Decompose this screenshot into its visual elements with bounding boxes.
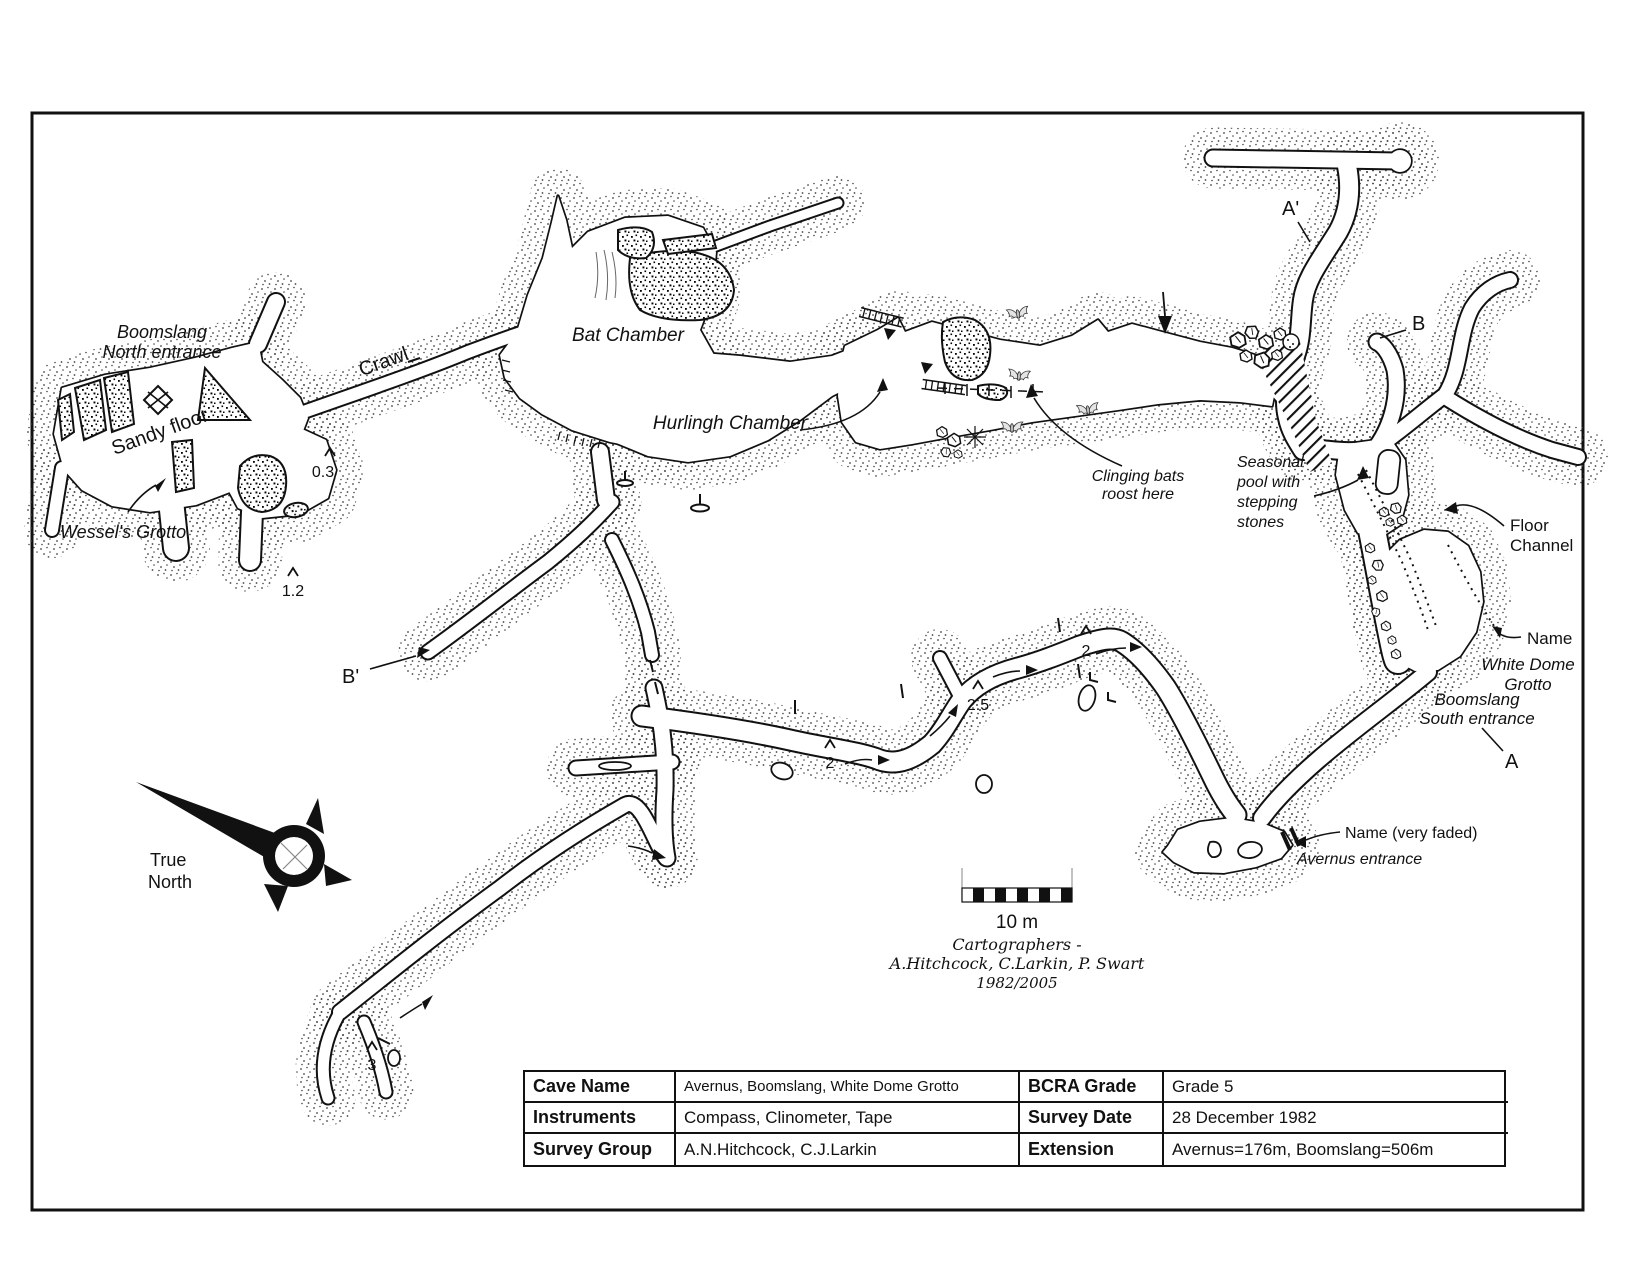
rock-cluster [935, 322, 1300, 460]
label-true-north-2: North [148, 872, 192, 892]
draft-lines [594, 249, 617, 301]
label-hurlingh-chamber: Hurlingh Chamber [653, 413, 808, 434]
floor-channel-line [1357, 469, 1495, 631]
map-border [30, 111, 1585, 1212]
label-south-entrance: Boomslang [1434, 690, 1520, 709]
survey-info-table: Cave Name Avernus, Boomslang, White Dome… [523, 1070, 1508, 1167]
table-extension-value: Avernus=176m, Boomslang=506m [1172, 1139, 1434, 1159]
detail-layer [56, 221, 1522, 1067]
table-survey-group-label: Survey Group [525, 1134, 676, 1165]
boulder-field [56, 226, 1009, 519]
table-cave-name-value: Avernus, Boomslang, White Dome Grotto [676, 1072, 1020, 1103]
section-b-prime: B' [342, 666, 359, 688]
credits-line2: A.Hitchcock, C.Larkin, P. Swart [888, 954, 1145, 973]
table-bcra-grade-value: Grade 5 [1164, 1072, 1508, 1103]
label-bat-chamber: Bat Chamber [572, 325, 685, 346]
pools [387, 449, 1402, 1067]
depth-2-5: 2.5 [967, 697, 989, 714]
column-icons [616, 471, 710, 513]
depth-2b: 2 [1082, 643, 1091, 660]
table-survey-date-label: Survey Date [1020, 1103, 1164, 1134]
section-a: A [1505, 751, 1519, 773]
label-layer: Boomslang North entrance Sandy floor Cra… [60, 198, 1575, 1074]
label-floor-channel-2: Channel [1510, 536, 1573, 555]
stipple-layer [52, 150, 1578, 1098]
section-b: B [1412, 313, 1425, 335]
depth-1-2: 1.2 [282, 583, 304, 600]
depth-3: 3 [368, 1057, 377, 1074]
label-true-north: True [150, 850, 186, 870]
label-seasonal-pool-2: pool with [1236, 474, 1300, 491]
table-cave-name-label: Cave Name [525, 1072, 676, 1103]
table-instruments-label: Instruments [525, 1103, 676, 1134]
label-name-faded: Name (very faded) [1345, 825, 1478, 842]
table-instruments-value: Compass, Clinometer, Tape [676, 1103, 1020, 1134]
label-name-right: Name [1527, 629, 1572, 648]
label-south-entrance-2: South entrance [1419, 709, 1534, 728]
compass-rose-icon [136, 782, 352, 912]
scale-label: 10 m [996, 912, 1038, 933]
label-avernus-entrance: Avernus entrance [1296, 851, 1422, 868]
label-north-entrance: Boomslang [117, 322, 207, 342]
section-a-prime: A' [1282, 198, 1299, 220]
label-white-dome: White Dome [1481, 655, 1575, 674]
label-seasonal-pool-3: stepping [1237, 494, 1298, 511]
ceiling-height-markers [287, 446, 1092, 1051]
label-clinging-bats-2: roost here [1102, 486, 1174, 503]
label-clinging-bats: Clinging bats [1092, 468, 1185, 485]
label-wessels-grotto: Wessel's Grotto [60, 522, 186, 542]
table-survey-date-value: 28 December 1982 [1164, 1103, 1508, 1134]
table-bcra-grade-label: BCRA Grade [1020, 1072, 1164, 1103]
depth-2a: 2 [826, 755, 835, 772]
depth-0-3: 0.3 [312, 464, 334, 481]
label-floor-channel: Floor [1510, 516, 1549, 535]
label-north-entrance-2: North entrance [102, 342, 221, 362]
drop-hachures [501, 359, 601, 449]
label-white-dome-2: Grotto [1504, 675, 1551, 694]
credits-line1: Cartographers - [952, 935, 1081, 954]
arrows [127, 221, 1522, 1019]
table-survey-group-value: A.N.Hitchcock, C.J.Larkin [676, 1134, 1020, 1165]
starburst-icon [964, 426, 986, 448]
station-marker [921, 362, 933, 374]
scale-bar [961, 868, 1073, 903]
slope-hatch [1260, 342, 1332, 472]
label-seasonal-pool-4: stones [1237, 514, 1284, 531]
credits-line3: 1982/2005 [976, 974, 1057, 992]
passage-ticks [377, 357, 1117, 1045]
station-marker [884, 328, 896, 340]
table-extension-label: Extension [1020, 1134, 1164, 1165]
label-seasonal-pool: Seasonal [1237, 454, 1304, 471]
diamond-marker-icon [142, 384, 174, 416]
